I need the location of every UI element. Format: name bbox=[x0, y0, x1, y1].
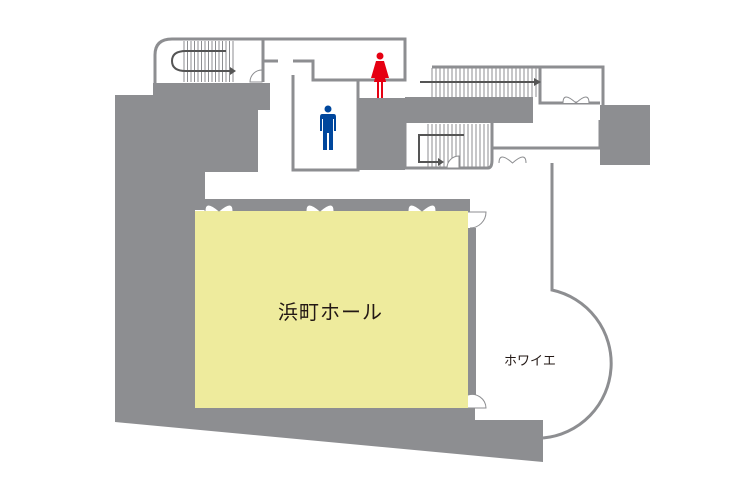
male-restroom-icon bbox=[320, 105, 336, 150]
single-door[interactable] bbox=[467, 393, 487, 409]
corridor-block bbox=[405, 97, 533, 123]
foyer-wall bbox=[542, 163, 613, 440]
double-door[interactable] bbox=[562, 96, 590, 104]
double-door[interactable] bbox=[407, 204, 437, 212]
female-restroom-icon bbox=[371, 52, 389, 98]
double-door[interactable] bbox=[498, 156, 527, 164]
doors bbox=[204, 69, 590, 409]
single-door[interactable] bbox=[468, 211, 487, 229]
double-door[interactable] bbox=[204, 204, 234, 212]
right-block bbox=[600, 105, 650, 165]
single-door[interactable] bbox=[249, 69, 263, 83]
hall-top-wall bbox=[205, 199, 470, 212]
restroom-wall bbox=[261, 40, 360, 172]
stairs-top-left bbox=[170, 41, 236, 82]
stair-enclosure-top-left bbox=[153, 37, 407, 100]
foyer-label: ホワイエ bbox=[504, 354, 556, 369]
core-block bbox=[357, 98, 405, 170]
hall-right-wall bbox=[467, 228, 476, 396]
stairs-lower bbox=[418, 124, 489, 168]
hall-label: 浜町ホール bbox=[278, 300, 383, 324]
single-door[interactable] bbox=[446, 155, 460, 169]
structural-mass-left bbox=[115, 83, 543, 462]
stairs-top-right bbox=[420, 68, 541, 97]
double-door[interactable] bbox=[305, 204, 335, 212]
hall-area[interactable] bbox=[195, 211, 468, 408]
